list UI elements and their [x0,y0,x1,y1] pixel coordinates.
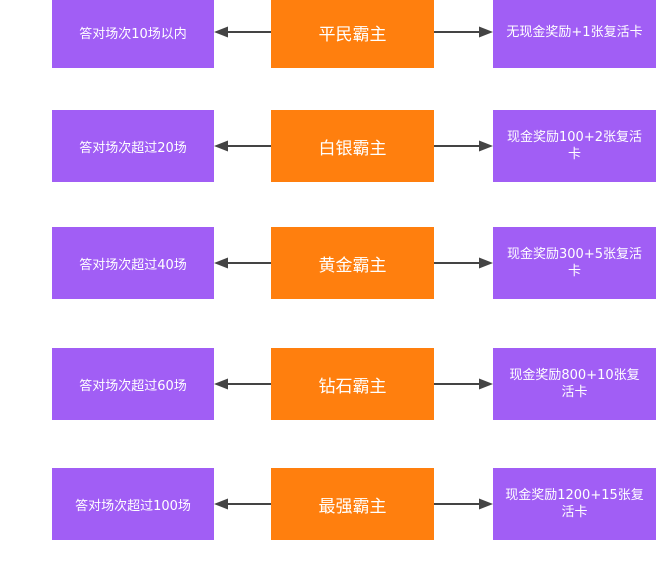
left-arrow-icon [214,378,271,390]
right-arrow-icon [434,498,493,510]
condition-box: 答对场次超过100场 [52,468,214,540]
level-box: 钻石霸主 [271,348,434,420]
right-arrow-icon [434,140,493,152]
left-arrow-icon [214,498,271,510]
right-arrow-icon [434,257,493,269]
tier-row-5: 答对场次超过100场 最强霸主 现金奖励1200+15张复活卡 [0,468,656,540]
tier-row-2: 答对场次超过20场 白银霸主 现金奖励100+2张复活卡 [0,110,656,182]
condition-box: 答对场次超过60场 [52,348,214,420]
reward-box: 现金奖励100+2张复活卡 [493,110,656,182]
tier-row-3: 答对场次超过40场 黄金霸主 现金奖励300+5张复活卡 [0,227,656,299]
right-arrow-icon [434,26,493,38]
left-arrow-icon [214,26,271,38]
tier-row-1: 答对场次10场以内 平民霸主 无现金奖励+1张复活卡 [0,0,656,68]
left-arrow-icon [214,257,271,269]
tier-row-4: 答对场次超过60场 钻石霸主 现金奖励800+10张复活卡 [0,348,656,420]
level-box: 平民霸主 [271,0,434,68]
level-box: 白银霸主 [271,110,434,182]
right-arrow-icon [434,378,493,390]
reward-box: 现金奖励300+5张复活卡 [493,227,656,299]
reward-box: 现金奖励1200+15张复活卡 [493,468,656,540]
condition-box: 答对场次超过20场 [52,110,214,182]
level-box: 最强霸主 [271,468,434,540]
left-arrow-icon [214,140,271,152]
reward-box: 无现金奖励+1张复活卡 [493,0,656,68]
condition-box: 答对场次10场以内 [52,0,214,68]
level-box: 黄金霸主 [271,227,434,299]
reward-box: 现金奖励800+10张复活卡 [493,348,656,420]
condition-box: 答对场次超过40场 [52,227,214,299]
